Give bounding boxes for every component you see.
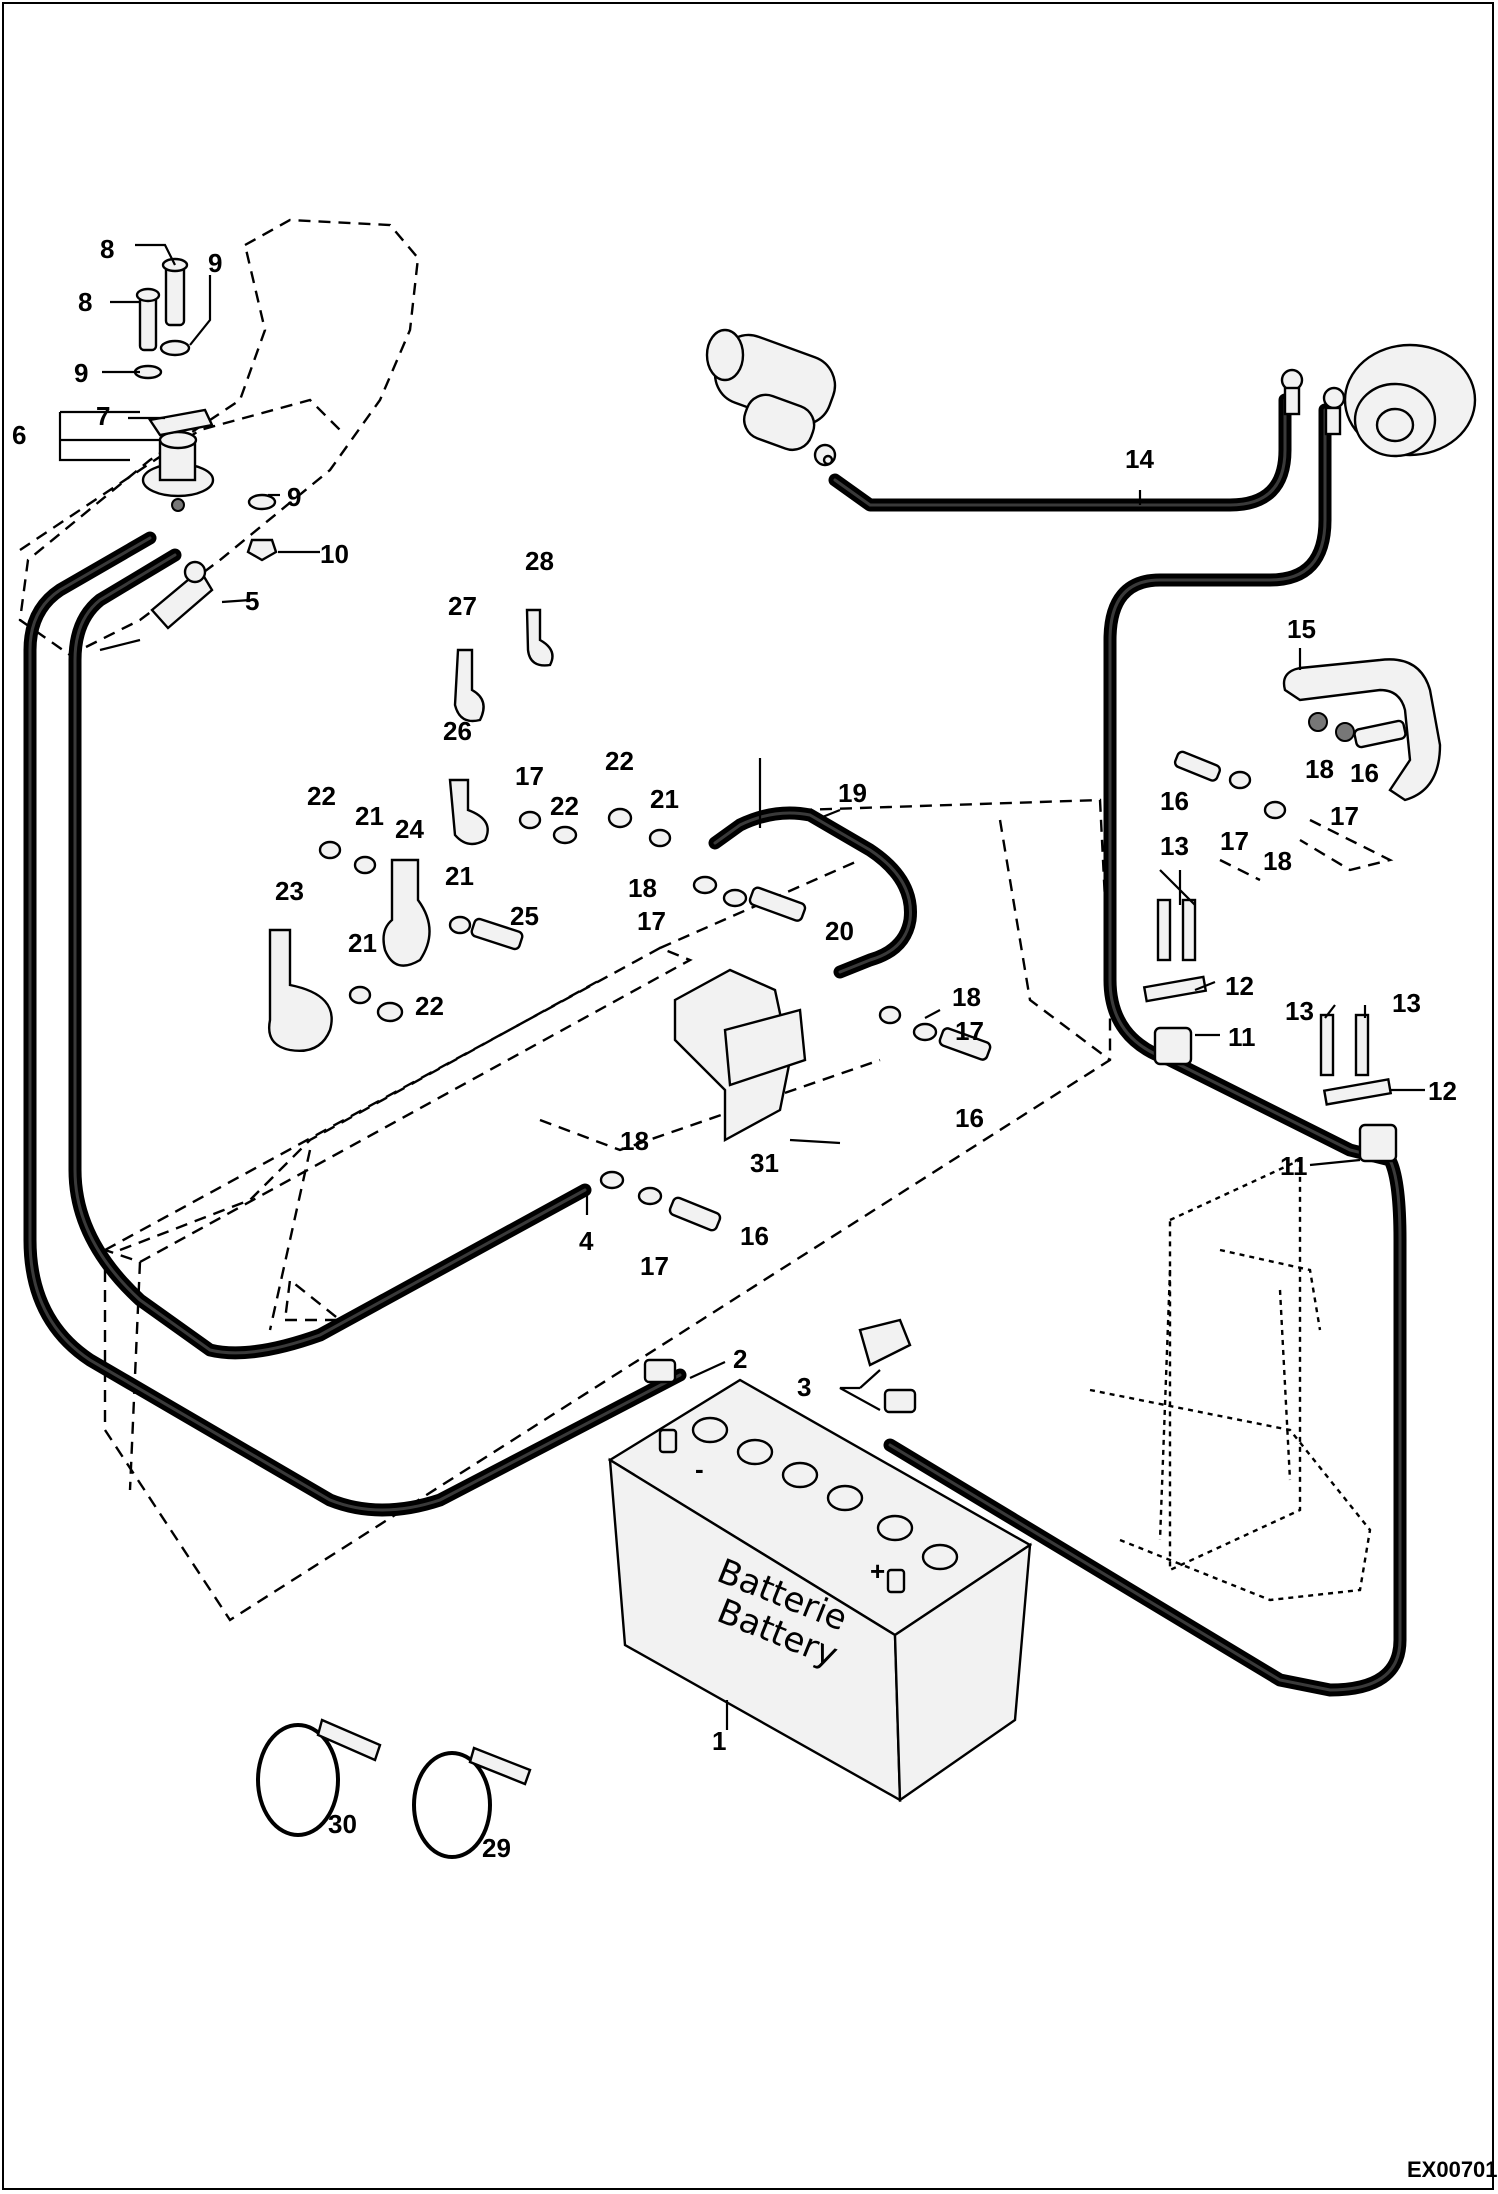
callout-17e: 17	[1220, 826, 1249, 856]
callout-21d: 21	[650, 784, 679, 814]
callout-23: 23	[275, 876, 304, 906]
callout-26: 26	[443, 716, 472, 746]
callout-31: 31	[750, 1148, 779, 1178]
battery-plus-sign: +	[870, 1556, 885, 1586]
callout-22b: 22	[550, 791, 579, 821]
callout-18c: 18	[620, 1126, 649, 1156]
battery-tray-bracket	[1089, 1158, 1372, 1602]
leader-lines	[58, 243, 1425, 1730]
callout-22a: 22	[307, 781, 336, 811]
battery-terminal-clamps	[643, 1318, 917, 1414]
callout-18e: 18	[1263, 846, 1292, 876]
battery-minus-sign: -	[695, 1454, 704, 1484]
callout-10: 10	[320, 539, 349, 569]
callout-16c: 16	[955, 1103, 984, 1133]
callout-21a: 21	[355, 801, 384, 831]
callout-16d: 16	[740, 1221, 769, 1251]
callout-27: 27	[448, 591, 477, 621]
mounting-bracket-31	[673, 968, 807, 1143]
callout-19: 19	[838, 778, 867, 808]
callout-17b: 17	[637, 906, 666, 936]
callout-8a: 8	[100, 234, 114, 264]
callout-24: 24	[395, 814, 424, 844]
alternator	[1280, 343, 1477, 458]
callout-17c: 17	[955, 1016, 984, 1046]
callout-14: 14	[1125, 444, 1154, 474]
callout-21c: 21	[348, 928, 377, 958]
cable-clips	[268, 608, 554, 1052]
callout-labels: 1 2 3 4 5 6 7 8 8 9 9 9 10 11 11 12 12 1…	[12, 234, 1457, 1863]
callout-28: 28	[525, 546, 554, 576]
callout-29: 29	[482, 1833, 511, 1863]
callout-6: 6	[12, 420, 26, 450]
callout-25: 25	[510, 901, 539, 931]
callout-21b: 21	[445, 861, 474, 891]
cable-clamps	[1142, 898, 1398, 1163]
hose-clamps	[256, 1718, 532, 1859]
callout-13c: 13	[1392, 988, 1421, 1018]
frame-outline	[18, 218, 1394, 1622]
callout-11b: 11	[1280, 1151, 1308, 1181]
battery-cables	[23, 393, 1407, 1697]
drawing-code: EX007013	[1407, 2157, 1498, 2182]
callout-16b: 16	[1350, 758, 1379, 788]
callout-9c: 9	[287, 482, 301, 512]
callout-18a: 18	[628, 873, 657, 903]
callout-4: 4	[579, 1226, 594, 1256]
callout-15: 15	[1287, 614, 1316, 644]
battery-disconnect-switch	[99, 408, 215, 652]
callout-18b: 18	[952, 982, 981, 1012]
callout-8b: 8	[78, 287, 92, 317]
starter-motor	[705, 328, 837, 467]
ground-strap-15	[1282, 658, 1442, 802]
callout-22c: 22	[605, 746, 634, 776]
callout-17a: 17	[515, 761, 544, 791]
callout-18d: 18	[1305, 754, 1334, 784]
battery: Batterie Battery - +	[607, 1378, 1033, 1803]
callout-13a: 13	[1160, 831, 1189, 861]
bolts-8-9	[133, 257, 278, 562]
callout-2: 2	[733, 1344, 747, 1374]
callout-11a: 11	[1228, 1022, 1256, 1052]
callout-20: 20	[825, 916, 854, 946]
callout-3: 3	[797, 1372, 811, 1402]
callout-17d: 17	[640, 1251, 669, 1281]
callout-5: 5	[245, 586, 259, 616]
nuts-and-washers	[318, 750, 1287, 1232]
callout-1: 1	[712, 1726, 726, 1756]
callout-13b: 13	[1285, 996, 1314, 1026]
callout-9b: 9	[74, 358, 88, 388]
callout-16a: 16	[1160, 786, 1189, 816]
callout-7: 7	[96, 401, 110, 431]
callout-22d: 22	[415, 991, 444, 1021]
callout-30: 30	[328, 1809, 357, 1839]
callout-12a: 12	[1225, 971, 1254, 1001]
callout-17f: 17	[1330, 801, 1359, 831]
callout-9a: 9	[208, 248, 222, 278]
callout-12b: 12	[1428, 1076, 1457, 1106]
